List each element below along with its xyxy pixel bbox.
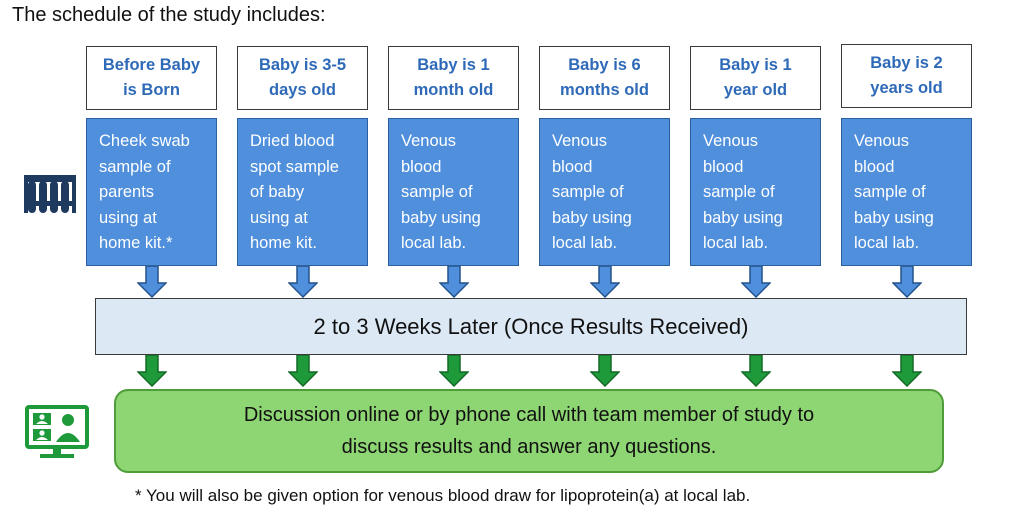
stage-before-birth: Before Baby is Born <box>86 46 217 110</box>
blue-arrow-down <box>439 266 469 298</box>
video-call-icon <box>25 405 89 458</box>
footnote: * You will also be given option for veno… <box>135 486 751 505</box>
green-arrow-down <box>892 355 922 387</box>
results-received-bar: 2 to 3 Weeks Later (Once Results Receive… <box>95 298 967 355</box>
blue-arrow-down <box>288 266 318 298</box>
test-tubes-icon <box>24 175 76 213</box>
green-arrow-down <box>439 355 469 387</box>
stage-3-5-days: Baby is 3-5 days old <box>237 46 368 110</box>
sample-box: Venous blood sample of baby using local … <box>388 118 519 266</box>
blue-arrow-down <box>590 266 620 298</box>
sample-box: Venous blood sample of baby using local … <box>539 118 670 266</box>
green-arrow-down <box>590 355 620 387</box>
blue-arrow-down <box>741 266 771 298</box>
green-arrow-down <box>741 355 771 387</box>
discussion-box: Discussion online or by phone call with … <box>114 389 944 473</box>
stage-1-year: Baby is 1 year old <box>690 46 821 110</box>
stage-6-months: Baby is 6 months old <box>539 46 670 110</box>
stage-2-years: Baby is 2 years old <box>841 44 972 108</box>
blue-arrow-down <box>137 266 167 298</box>
blue-arrow-down <box>892 266 922 298</box>
green-arrow-down <box>288 355 318 387</box>
sample-box: Venous blood sample of baby using local … <box>841 118 972 266</box>
sample-box: Cheek swab sample of parents using at ho… <box>86 118 217 266</box>
green-arrow-down <box>137 355 167 387</box>
stage-1-month: Baby is 1 month old <box>388 46 519 110</box>
sample-box: Dried blood spot sample of baby using at… <box>237 118 368 266</box>
sample-box: Venous blood sample of baby using local … <box>690 118 821 266</box>
schedule-heading: The schedule of the study includes: <box>12 4 326 26</box>
